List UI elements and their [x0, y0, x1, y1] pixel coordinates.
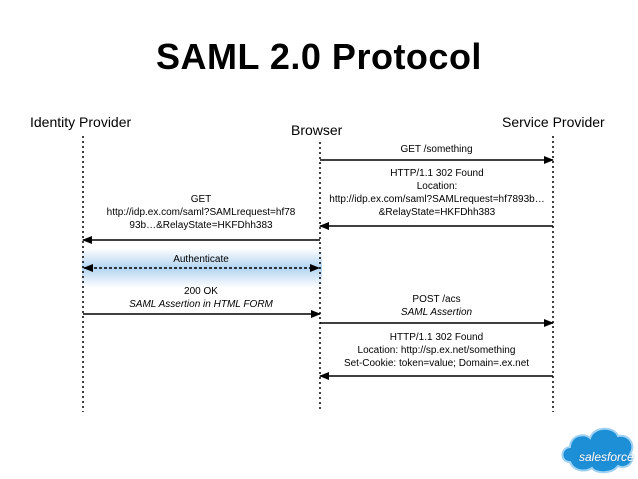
label-line: Authenticate [173, 254, 229, 265]
label-get-something: GET /something [320, 143, 553, 156]
label-redirect-final: HTTP/1.1 302 Found Location: http://sp.e… [320, 331, 553, 370]
label-line: http://idp.ex.com/saml?SAMLrequest=hf789… [329, 194, 545, 205]
label-line: Set-Cookie: token=value; Domain=.ex.net [343, 358, 530, 369]
label-line: SAML Assertion in HTML FORM [129, 299, 273, 310]
actor-service-provider: Service Provider [502, 114, 605, 130]
label-line: Location: [416, 181, 458, 192]
actor-browser: Browser [291, 122, 343, 138]
label-line: Location: http://sp.ex.net/something [357, 345, 516, 356]
label-line: 93b…&RelayState=HKFDhh383 [129, 220, 273, 231]
label-line: SAML Assertion [400, 307, 473, 318]
label-line: http://idp.ex.com/saml?SAMLrequest=hf78 [106, 207, 296, 218]
label-line: HTTP/1.1 302 Found [389, 332, 484, 343]
label-redirect-302: HTTP/1.1 302 Found Location: http://idp.… [312, 167, 562, 219]
salesforce-logo [561, 427, 634, 474]
label-line: GET [190, 194, 212, 205]
label-get-idp: GET http://idp.ex.com/saml?SAMLrequest=h… [84, 193, 318, 232]
label-post-acs: POST /acs SAML Assertion [320, 293, 553, 319]
slide-title: SAML 2.0 Protocol [156, 36, 482, 77]
label-line: GET /something [400, 144, 473, 155]
label-authenticate: Authenticate [84, 253, 318, 266]
label-line: &RelayState=HKFDhh383 [378, 207, 496, 218]
label-line: HTTP/1.1 302 Found [390, 168, 484, 179]
label-line: 200 OK [184, 286, 218, 297]
label-200-ok: 200 OK SAML Assertion in HTML FORM [84, 285, 318, 311]
actor-identity-provider: Identity Provider [30, 114, 132, 130]
label-line: POST /acs [412, 294, 461, 305]
salesforce-logo-text: salesforce [579, 450, 634, 464]
